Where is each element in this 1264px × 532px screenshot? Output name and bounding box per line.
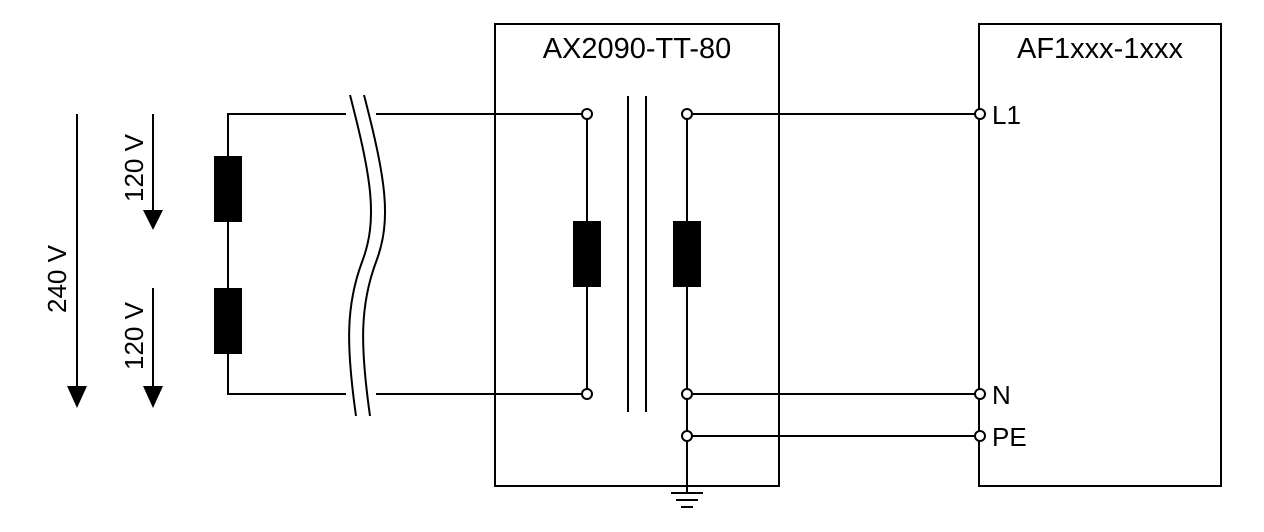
- secondary-coil: [673, 221, 701, 287]
- voltage-arrow-lower: [143, 288, 163, 408]
- supply-coil-upper: [214, 156, 242, 222]
- voltage-label-upper: 120 V: [119, 133, 149, 202]
- terminal-primary-bottom: [581, 388, 593, 400]
- voltage-arrow-total: [67, 114, 87, 408]
- terminal-secondary-bottom: [681, 388, 693, 400]
- terminal-secondary-top: [681, 108, 693, 120]
- device-terminal-pe: [974, 430, 986, 442]
- transformer-title: AX2090-TT-80: [543, 33, 732, 65]
- device-terminal-n: [974, 388, 986, 400]
- ground-icon: [671, 492, 703, 508]
- supply-coil-lower: [214, 288, 242, 354]
- device-title: AF1xxx-1xxx: [1017, 33, 1183, 65]
- terminal-secondary-pe: [681, 430, 693, 442]
- transformer-box: [494, 23, 780, 487]
- supply-winding-wires: [227, 113, 583, 395]
- terminal-primary-top: [581, 108, 593, 120]
- device-terminal-label-pe: PE: [992, 422, 1027, 452]
- primary-coil: [573, 221, 601, 287]
- device-terminal-label-l1: L1: [992, 100, 1021, 130]
- device-terminal-l1: [974, 108, 986, 120]
- device-terminal-label-n: N: [992, 380, 1011, 410]
- voltage-label-lower: 120 V: [119, 301, 149, 370]
- voltage-arrow-upper: [143, 114, 163, 230]
- voltage-label-total: 240 V: [42, 244, 72, 313]
- device-box: [978, 23, 1222, 487]
- cable-break-symbol: [346, 90, 386, 420]
